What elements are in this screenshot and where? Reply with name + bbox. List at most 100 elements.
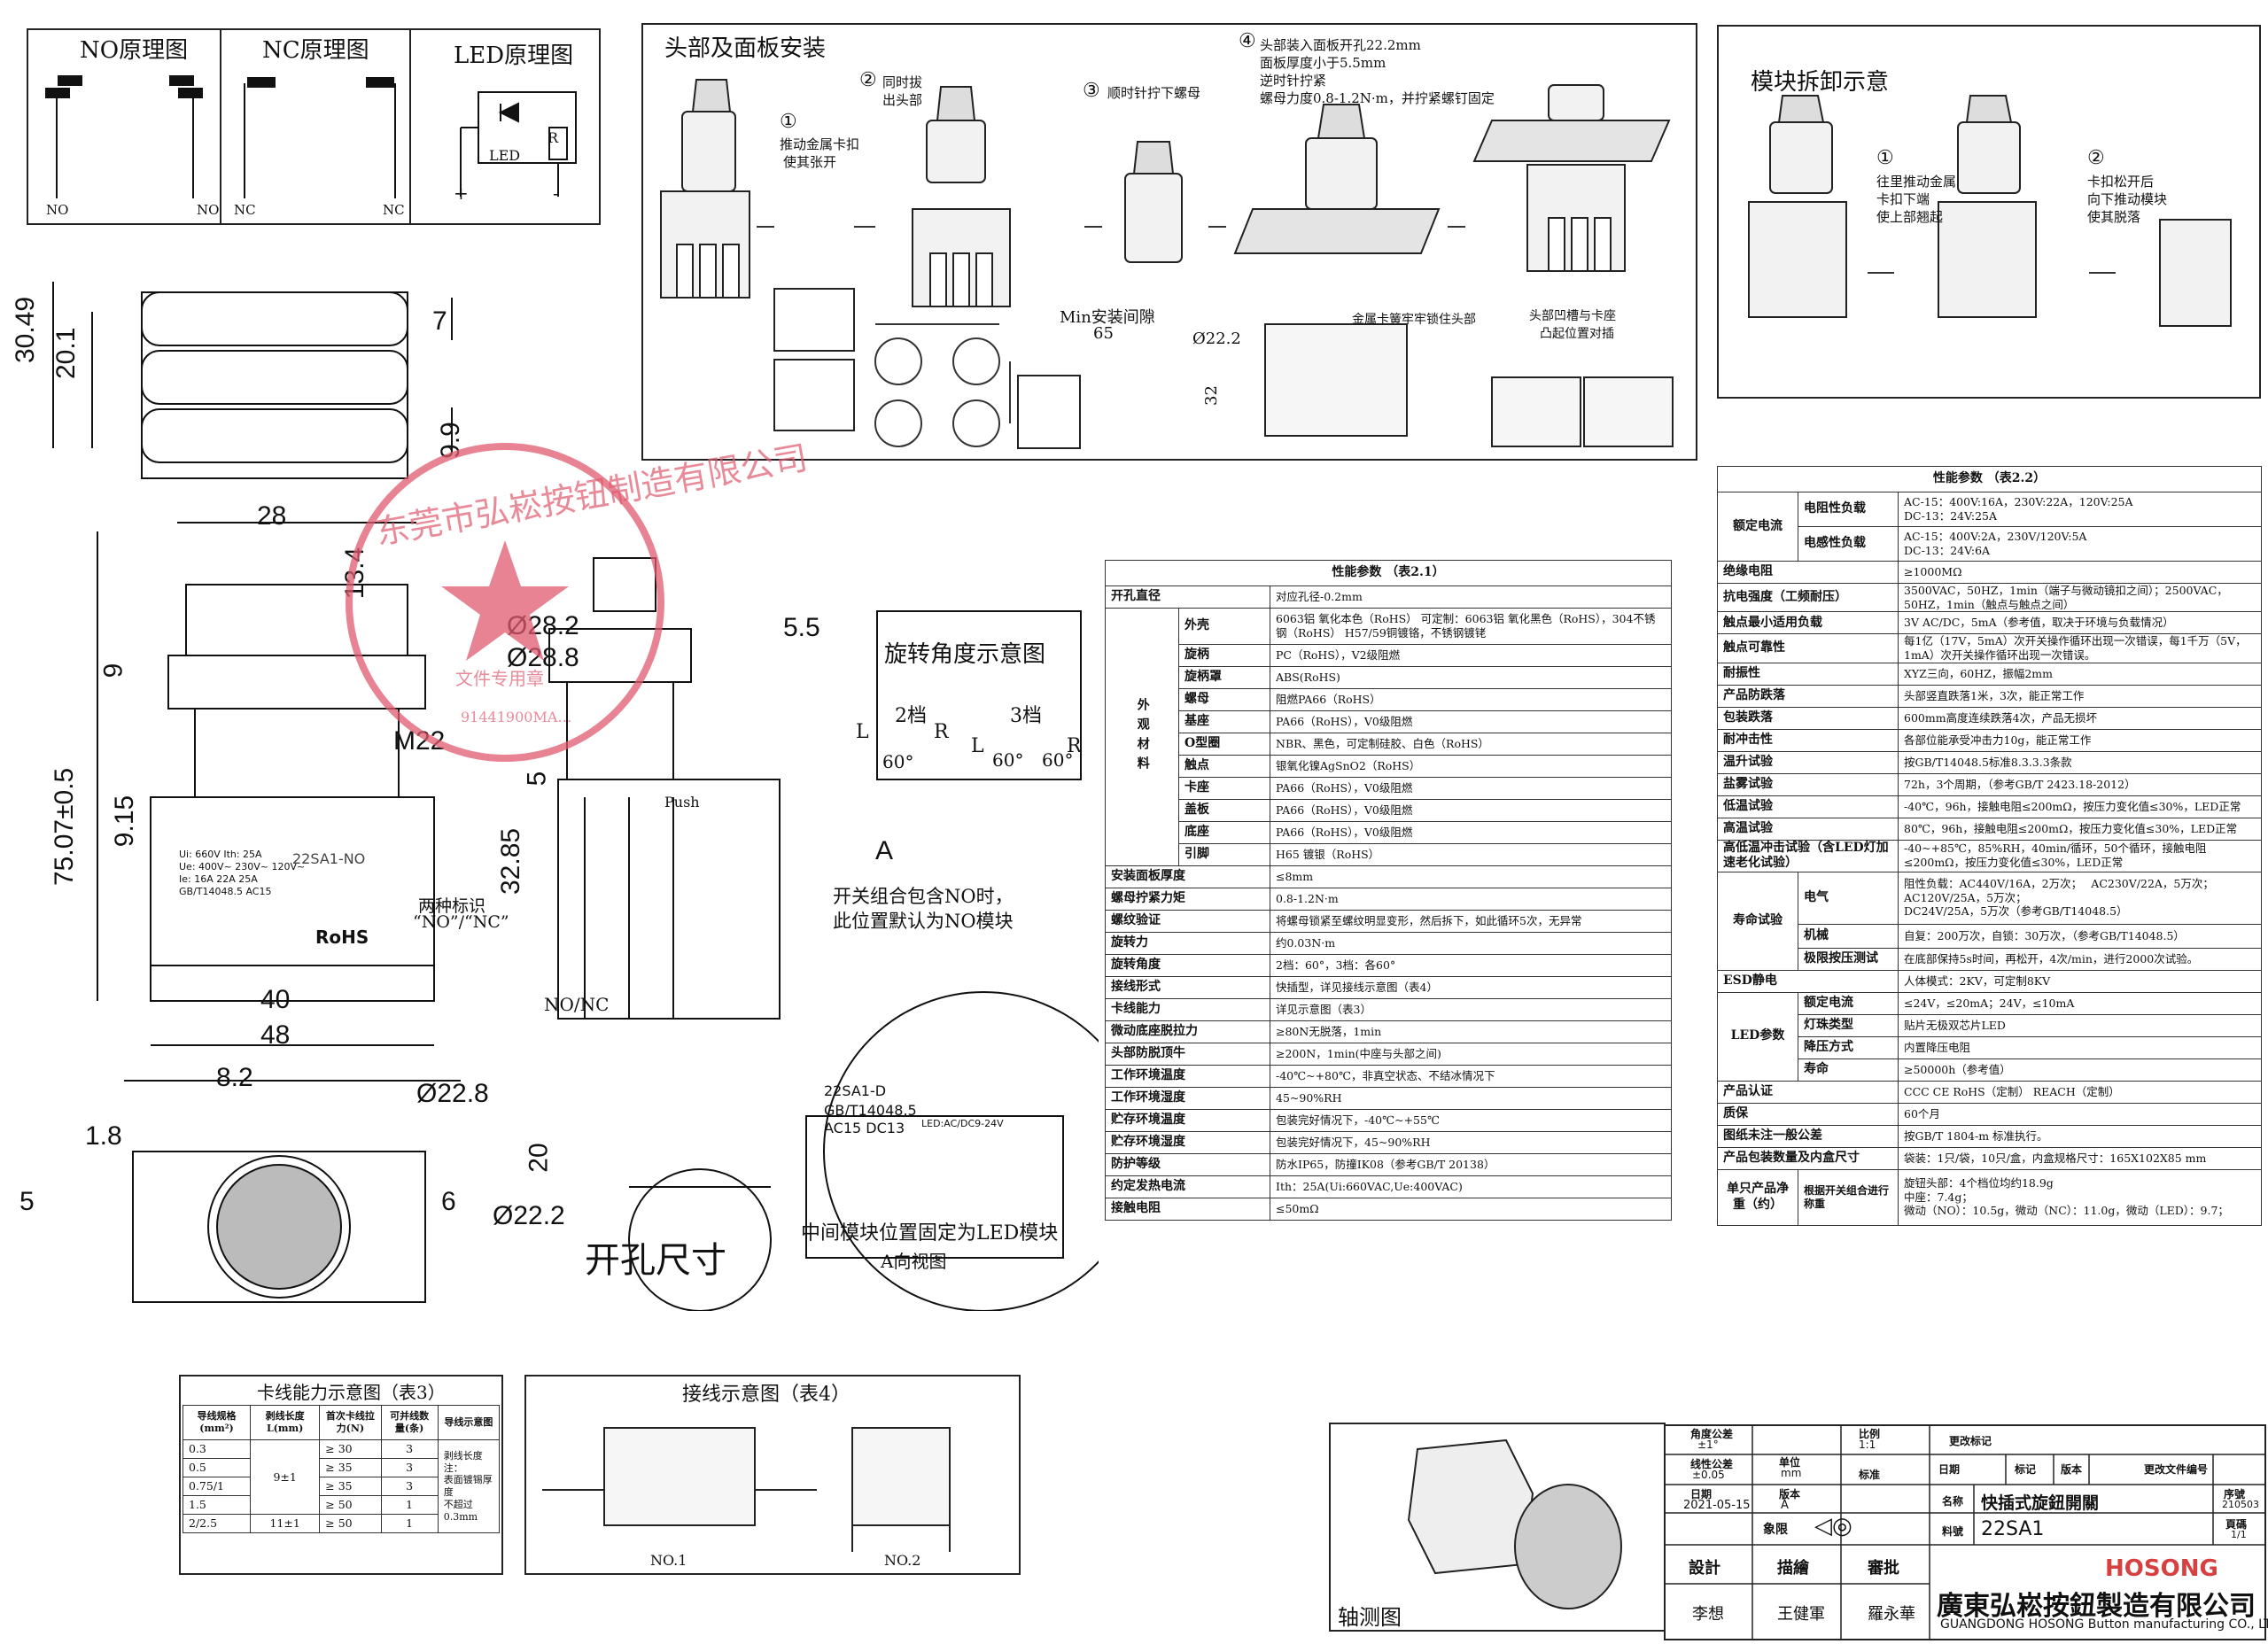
led-row: LED参数额定电流≤24V，≤20mA；24V，≤10mA: [1717, 991, 2262, 1082]
caption-slot-2: 凸起位置对插: [1540, 327, 1614, 341]
table1-key: 螺纹验证: [1105, 910, 1270, 933]
table1-row: 贮存环境湿度包装完好情况下，45~90%RH: [1105, 1131, 1672, 1154]
weight-sub: 根据开关组合进行称重: [1798, 1168, 1899, 1226]
table2-key: 图纸未注一般公差: [1717, 1124, 1899, 1148]
t3-gauge: 1.5: [182, 1495, 252, 1515]
t3-gauge: 2/2.5: [182, 1514, 252, 1533]
table1-row: 工作环境温度-40℃~+80℃，非真空状态、不结冰情况下: [1105, 1065, 1672, 1088]
table1-key: 外壳: [1178, 608, 1270, 645]
ind-v2: DC-13：24V:6A: [1904, 544, 1991, 557]
aview-led: LED:AC/DC9-24V: [921, 1118, 1004, 1129]
table1-key: 基座: [1178, 710, 1270, 733]
table1-key: 工作环境温度: [1105, 1065, 1270, 1088]
table2-title: 性能参数 （表2.2）: [1717, 466, 2262, 492]
company-cn: 廣東弘崧按鈕製造有限公司: [1937, 1591, 2256, 1622]
table1-value: 对应孔径-0.2mm: [1270, 585, 1672, 609]
table2-value: CCC CE RoHS（定制） REACH（定制）: [1898, 1080, 2262, 1104]
table1-key: 贮存环境湿度: [1105, 1131, 1270, 1154]
table1-value: ≥80N无脱落，1min: [1270, 1020, 1672, 1043]
table1-key: 旋转力: [1105, 932, 1270, 955]
no-left-label: NO: [46, 202, 69, 218]
brand-logo: HOSONG: [2105, 1555, 2218, 1582]
t3-force: ≥ 30: [319, 1439, 382, 1459]
table2-key: 耐冲击性: [1717, 728, 1899, 752]
dim-6: 6: [441, 1187, 456, 1216]
install-num-4: ④: [1239, 30, 1256, 52]
led-symbol-label: LED: [489, 147, 521, 164]
res-v1: AC-15：400V:16A，230V:22A，120V:25A: [1904, 495, 2133, 509]
table1-value: -40℃~+80℃，非真空状态、不结冰情况下: [1270, 1065, 1672, 1088]
hole-size-title: 开孔尺寸: [585, 1240, 726, 1281]
company-en: GUANGDONG HOSONG Button manufacturing CO…: [1940, 1617, 2268, 1632]
table2-row: ESD静电人体模式：2KV，可定制8KV: [1717, 969, 2262, 993]
t3-wire-cell: 剥线长度注：表面镀锡厚度不超过0.3mm: [437, 1439, 501, 1533]
wiring-no2: NO.2: [884, 1552, 921, 1569]
dim-40: 40: [260, 985, 291, 1014]
spec-table-2: 性能参数 （表2.2） 额定电流 电阻性负载 AC-15：400V:16A，23…: [1717, 466, 2262, 1226]
table1-value: PA66（RoHS），V0级阻燃: [1270, 777, 1672, 800]
company-seal: [346, 443, 664, 762]
table1-row: 微动底座脱拉力≥80N无脱落，1min: [1105, 1020, 1672, 1043]
install-step1-line1: 推动金属卡扣: [780, 136, 860, 152]
dim-48: 48: [260, 1020, 291, 1050]
product-name: 快插式旋鈕開關: [1981, 1493, 2100, 1513]
push-label: Push: [664, 794, 700, 810]
table2-value: 72h，3个周期，（参考GB/T 2423.18-2012）: [1898, 772, 2262, 796]
table1-key: 开孔直径: [1105, 585, 1270, 609]
limit-label: 极限按压测试: [1798, 947, 1899, 971]
led-key: 灯珠类型: [1798, 1013, 1899, 1037]
principle-divider-1: [220, 28, 221, 225]
t3-h3: 首次卡线拉力(N): [319, 1405, 382, 1440]
table1-key: 安装面板厚度: [1105, 865, 1270, 888]
led-value: ≥50000h（参考值）: [1898, 1058, 2262, 1082]
caption-slot-1: 头部凹槽与卡座: [1529, 309, 1616, 323]
install-num-1: ①: [780, 111, 797, 133]
view-a-label: A: [875, 836, 894, 865]
gap-hole-diameter: Ø22.2: [1192, 330, 1241, 348]
weight-label: 单只产品净重（约）: [1717, 1168, 1798, 1226]
led-principle-title: LED原理图: [454, 43, 574, 69]
axon-title: 轴测图: [1338, 1605, 1402, 1630]
elec-value: 阻性负载：AC440V/16A，2万次； AC230V/22A，5万次；AC12…: [1898, 871, 2262, 925]
ind-load-label: 电感性负载: [1798, 526, 1899, 562]
t3-count: 3: [380, 1458, 439, 1477]
version: A: [1781, 1499, 1789, 1512]
table1-row: 卡线能力详见示意图（表3）: [1105, 998, 1672, 1021]
table2-key: 耐振性: [1717, 662, 1899, 686]
t3-strip: 剥线长度: [443, 1449, 483, 1462]
gap-32: 32: [1201, 385, 1221, 406]
axon-drawing: [1407, 1438, 1622, 1609]
table2-value: -40℃，96h，接触电阻≤200mΩ，按压力变化值≤30%，LED正常: [1898, 795, 2262, 818]
led-value: 内置降压电阻: [1898, 1035, 2262, 1059]
rotation-3pos: 3档: [1010, 705, 1042, 727]
install-illustrations: [660, 79, 1674, 449]
lin-tol-label: 线性公差: [1690, 1458, 1734, 1470]
table1-value: 约0.03N·m: [1270, 932, 1672, 955]
rated-current-label: 额定电流: [1717, 492, 1798, 562]
elec-v2: AC120V/25A，5万次；: [1904, 890, 2027, 904]
table1-key: 防护等级: [1105, 1153, 1270, 1176]
center-note: 中间模块位置固定为LED模块: [801, 1222, 1059, 1245]
rotation-60c: 60°: [1042, 749, 1074, 771]
combo-note-1: 开关组合包含NO时，: [833, 886, 1014, 907]
table1-key: 接线形式: [1105, 976, 1270, 999]
install-step2-line2: 出头部: [882, 92, 923, 108]
unit-label: 单位: [1779, 1456, 1801, 1469]
col-date: 日期: [1938, 1463, 1961, 1476]
table2-row: 触点可靠性每1亿（17V，5mA）次开关操作循环出现一次错误，每1千万（5V，1…: [1717, 633, 2262, 663]
table2-key: 产品防跌落: [1717, 684, 1899, 708]
install-step4-line2: 面板厚度小于5.5mm: [1260, 55, 1386, 71]
remove-step1-l1: 往里推动金属: [1876, 174, 1957, 190]
angle-tol-label: 角度公差: [1690, 1428, 1734, 1440]
table1-key: 底座: [1178, 821, 1270, 844]
mech-label: 机械: [1798, 923, 1899, 949]
